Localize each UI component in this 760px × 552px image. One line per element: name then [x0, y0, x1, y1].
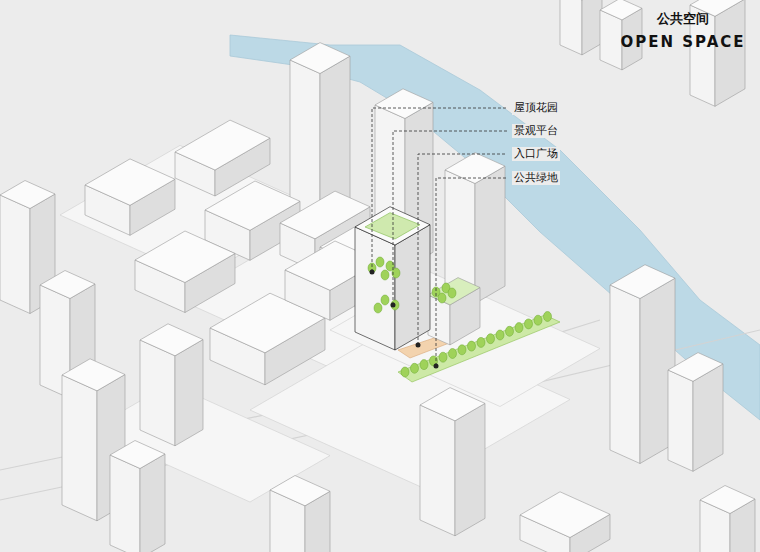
- building-roof: [270, 476, 330, 506]
- tree: [448, 288, 456, 298]
- building-face: [140, 340, 175, 446]
- building-face: [455, 403, 485, 535]
- building-roof: [175, 120, 270, 170]
- building-face: [355, 227, 395, 350]
- building-face: [600, 10, 622, 70]
- tree: [438, 293, 446, 303]
- tree: [506, 326, 514, 336]
- building-face: [715, 0, 745, 106]
- tree: [515, 323, 523, 333]
- callout-label: 公共绿地: [512, 171, 560, 185]
- tree: [374, 303, 382, 313]
- building-roof: [668, 353, 723, 382]
- river: [230, 35, 760, 420]
- tree: [381, 295, 389, 305]
- tree: [496, 330, 504, 340]
- building-face: [610, 285, 640, 464]
- building-roof: [135, 231, 235, 283]
- leader-line: [372, 108, 507, 272]
- tree: [458, 345, 466, 355]
- building-roof: [355, 207, 430, 245]
- building-face: [175, 340, 203, 446]
- building-face: [420, 405, 455, 536]
- leader-line: [393, 131, 507, 305]
- tree: [544, 312, 552, 322]
- leader-dot: [434, 364, 439, 369]
- tree: [381, 270, 389, 280]
- building-face: [0, 195, 30, 314]
- callout-label: 入口广场: [512, 147, 560, 161]
- building-roof: [140, 324, 203, 356]
- building-roof: [290, 43, 350, 74]
- building-face: [395, 225, 430, 350]
- building-face: [560, 0, 582, 55]
- leader-dot: [391, 303, 396, 308]
- tree: [376, 257, 384, 267]
- tree: [468, 341, 476, 351]
- building-roof: [375, 89, 433, 119]
- building-roof: [600, 0, 642, 20]
- building-face: [668, 370, 693, 471]
- tree: [411, 363, 419, 373]
- building-face: [582, 0, 602, 55]
- tree: [391, 300, 399, 310]
- building-face: [62, 375, 97, 521]
- leader-dot: [416, 343, 421, 348]
- callout-label: 屋顶花园: [512, 101, 560, 115]
- building-face: [110, 455, 140, 552]
- building-face: [475, 166, 505, 303]
- building-roof: [610, 265, 675, 299]
- tree: [487, 334, 495, 344]
- building-face: [140, 454, 165, 552]
- tree: [401, 367, 409, 377]
- title: 公共空间: [657, 10, 709, 28]
- building-roof: [0, 181, 55, 209]
- tree: [439, 352, 447, 362]
- tree: [449, 349, 457, 359]
- building-roof: [85, 159, 175, 205]
- building-face: [693, 364, 723, 471]
- building-roof: [420, 388, 485, 421]
- building-roof: [110, 441, 165, 469]
- roof-garden: [365, 213, 420, 239]
- building-roof: [40, 271, 95, 299]
- leader-line: [436, 178, 507, 366]
- tree: [525, 319, 533, 329]
- leader-lines: [370, 108, 508, 369]
- callout-label: 景观平台: [512, 124, 560, 138]
- building-roof: [445, 153, 505, 184]
- tree: [477, 337, 485, 347]
- leader-line: [418, 154, 507, 345]
- building-roof: [520, 492, 610, 538]
- subtitle: OPEN SPACE: [620, 33, 745, 51]
- building-roof: [62, 359, 125, 391]
- tree: [534, 315, 542, 325]
- leader-dot: [370, 270, 375, 275]
- tree: [420, 360, 428, 370]
- building-roof: [700, 486, 755, 514]
